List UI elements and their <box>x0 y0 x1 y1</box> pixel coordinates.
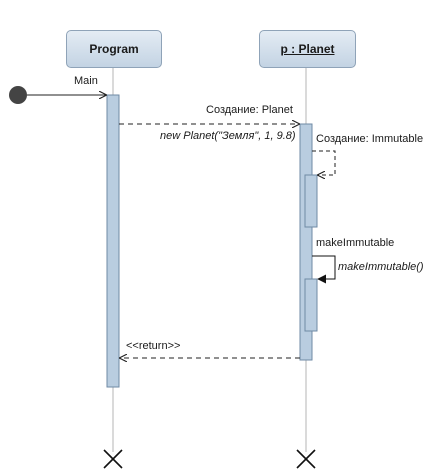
immutable-activation <box>304 174 318 228</box>
make-immutable-activation <box>304 278 318 332</box>
make-immutable-label: makeImmutable <box>316 237 395 249</box>
program-lifeline-name: Program <box>89 42 139 56</box>
planet-lifeline-head[interactable]: p : Planet <box>259 30 356 68</box>
program-activation <box>106 94 120 388</box>
create-immutable-label: Создание: Immutable <box>316 133 424 145</box>
return-label: <<return>> <box>126 340 181 352</box>
create-planet-call: new Planet("Земля", 1, 9.8) <box>160 130 296 142</box>
main-message-label: Main <box>74 75 98 87</box>
make-immutable-call: makeImmutable() <box>338 261 424 273</box>
make-immutable-arrow <box>312 255 336 284</box>
planet-lifeline-name: p : Planet <box>280 42 335 56</box>
program-lifeline-head[interactable]: Program <box>66 30 162 68</box>
program-destroy-mark <box>103 449 123 469</box>
create-immutable-arrow <box>312 150 336 175</box>
initial-node <box>9 86 27 104</box>
planet-destroy-mark <box>296 449 316 469</box>
create-planet-label: Создание: Planet <box>206 104 293 116</box>
